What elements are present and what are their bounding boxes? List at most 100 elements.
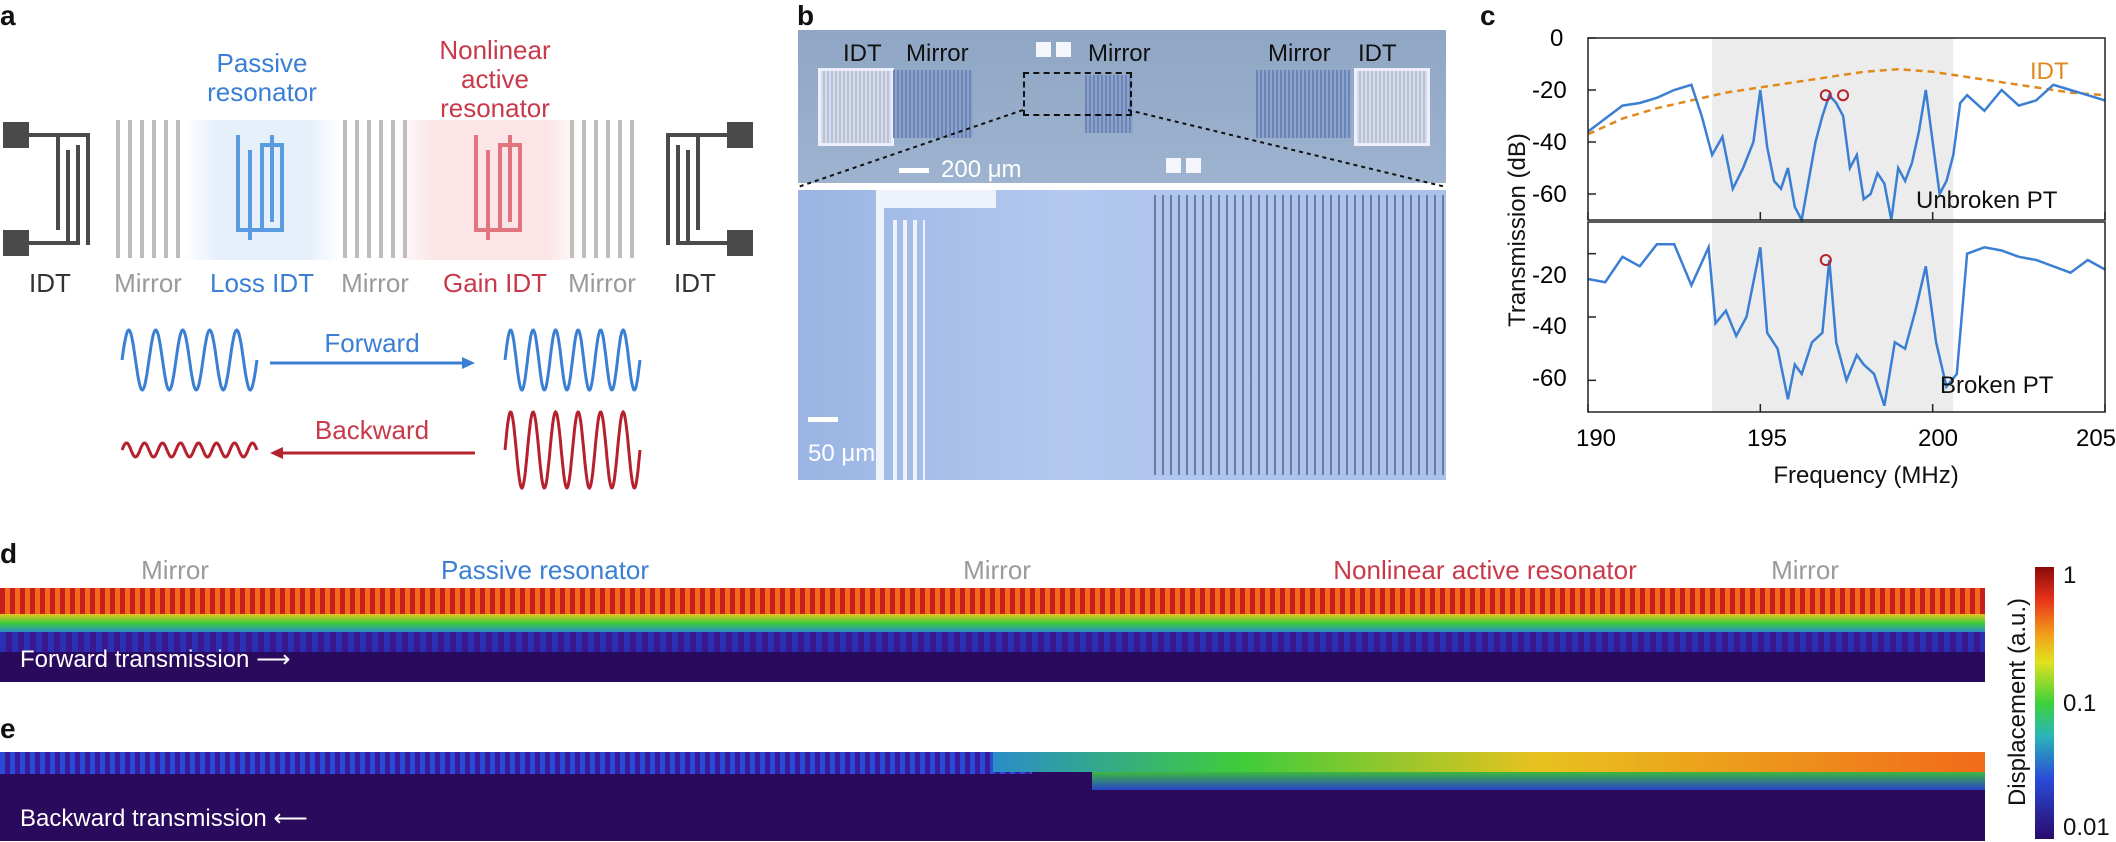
b-idt-right: IDT: [1358, 40, 1397, 67]
mirror-2-icon: [343, 120, 407, 258]
backward-wave-right-body: [1091, 772, 1985, 790]
loss-idt-icon: [236, 135, 284, 240]
zoom-lines: [797, 109, 1447, 188]
backward-input-wave: [503, 409, 642, 491]
scale-bar-200: [899, 168, 929, 173]
c-ytick-bot-1: -40: [1532, 313, 1567, 340]
colorbar-label: Displacement (a.u.): [2004, 597, 2031, 807]
scale-200-label: 200 μm: [941, 156, 1022, 183]
c-ytick-top-2: -40: [1532, 129, 1567, 156]
micrograph-zoom: 50 μm: [798, 190, 1446, 480]
label-backward: Backward: [314, 415, 430, 445]
c-xtick-1: 195: [1746, 425, 1788, 452]
micrograph-overview: 200 μm IDT Mirror Mirror Mirror IDT: [798, 30, 1446, 183]
active-resonator-line3: resonator: [440, 93, 550, 123]
panel-a: Passive resonator Nonlinear active reson…: [0, 0, 790, 520]
backward-arrow-head: [270, 447, 283, 459]
c-ytick-bot-2: -60: [1532, 365, 1567, 392]
d-label-mirror-1: Mirror: [141, 555, 209, 585]
transmission-chart: [1587, 37, 2106, 413]
c-ytick-top-1: -20: [1532, 77, 1567, 104]
contact-pad-4: [1186, 158, 1201, 173]
label-loss-idt: Loss IDT: [209, 268, 315, 298]
d-label-active: Nonlinear active resonator: [1333, 555, 1637, 585]
label-idt-left: IDT: [29, 268, 71, 298]
idt-right-pad: [1354, 68, 1430, 146]
zoom-box: [1023, 72, 1132, 116]
label-mirror-2: Mirror: [341, 268, 409, 298]
label-mirror-1: Mirror: [114, 268, 182, 298]
forward-caption: Forward transmission ⟶: [20, 646, 291, 673]
label-gain-idt: Gain IDT: [442, 268, 548, 298]
backward-field-map: Backward transmission ⟵: [0, 752, 1985, 841]
label-forward: Forward: [324, 328, 420, 358]
forward-arrow-head: [462, 357, 475, 369]
c-xtick-2: 200: [1917, 425, 1959, 452]
idt-fingers-2: [876, 190, 884, 480]
forward-field-map: Forward transmission ⟶: [0, 588, 1985, 682]
c-ytick-top-3: -60: [1532, 181, 1567, 208]
active-resonator-line2: active: [461, 64, 529, 94]
shaded-region: [1712, 38, 1954, 220]
backward-caption: Backward transmission ⟵: [20, 805, 308, 832]
c-xtick-3: 205: [2075, 425, 2116, 452]
active-resonator-line1: Nonlinear: [439, 35, 551, 65]
c-idt-label: IDT: [2030, 58, 2069, 85]
backward-wave-right: [992, 752, 1985, 772]
right-idt-icon: [666, 122, 753, 256]
backward-output-wave: [120, 441, 259, 459]
forward-wave-crest: [0, 588, 1985, 614]
mirror-left-grating: [893, 70, 973, 138]
colorbar-tick-1: 1: [2063, 562, 2077, 589]
shaded-region: [1712, 222, 1954, 412]
b-mirror-right: Mirror: [1268, 40, 1331, 67]
passive-resonator-line2: resonator: [207, 77, 317, 107]
colorbar: [2035, 567, 2054, 839]
resonance-marker: [1819, 89, 1832, 102]
transmission-line: [1587, 242, 2106, 407]
mirror-right-grating: [1256, 70, 1351, 138]
gain-idt-icon: [474, 135, 522, 240]
c-broken-label: Broken PT: [1940, 372, 2054, 399]
b-mirror-center: Mirror: [1088, 40, 1151, 67]
passive-resonator-line1: Passive: [216, 48, 308, 78]
panel-b: 200 μm IDT Mirror Mirror Mirror IDT 50 μ…: [797, 30, 1447, 480]
forward-input-wave: [120, 328, 259, 392]
left-idt-icon: [3, 122, 90, 256]
b-mirror-left: Mirror: [906, 40, 969, 67]
transmission-line: [1587, 83, 2106, 224]
scale-bar-50: [808, 417, 838, 422]
d-label-passive: Passive resonator: [440, 555, 650, 585]
idt-left-pad: [818, 68, 894, 146]
resonance-marker: [1819, 254, 1832, 266]
backward-wave-left: [0, 752, 1033, 774]
mirror-1-icon: [116, 120, 180, 258]
c-ytick-bot-0: -20: [1532, 262, 1567, 289]
panel-letter-a: a: [0, 0, 16, 31]
c-ytick-top-0: 0: [1550, 25, 1564, 52]
idt-fingers-3: [893, 220, 925, 480]
mirror-3-icon: [570, 120, 634, 258]
mirror-center-grating: [1085, 75, 1133, 133]
wave-diagram: [120, 328, 642, 491]
c-xtick-0: 190: [1575, 425, 1617, 452]
scale-50-label: 50 μm: [808, 440, 876, 467]
forward-output-wave: [503, 328, 642, 392]
panel-letter-b: b: [797, 0, 815, 31]
c-ylabel: Transmission (dB): [1504, 133, 1531, 327]
idt-fingers: [876, 190, 996, 208]
series-idt: [1587, 67, 2106, 136]
reflector-grating: [1154, 195, 1446, 475]
c-unbroken-label: Unbroken PT: [1916, 187, 2058, 214]
plot-frame: [1587, 37, 2106, 221]
panel-c: Transmission (dB) Frequency (MHz) IDT Un…: [1470, 0, 2116, 500]
panel-letter-c: c: [1480, 0, 1496, 31]
device-schematic: [3, 120, 753, 258]
colorbar-tick-01: 0.1: [2063, 690, 2097, 717]
label-idt-right: IDT: [674, 268, 716, 298]
resonance-marker: [1837, 89, 1850, 102]
b-idt-left: IDT: [843, 40, 882, 67]
forward-wave-tail: [0, 632, 1985, 652]
contact-pad-2: [1056, 42, 1071, 57]
d-label-mirror-2: Mirror: [963, 555, 1031, 585]
